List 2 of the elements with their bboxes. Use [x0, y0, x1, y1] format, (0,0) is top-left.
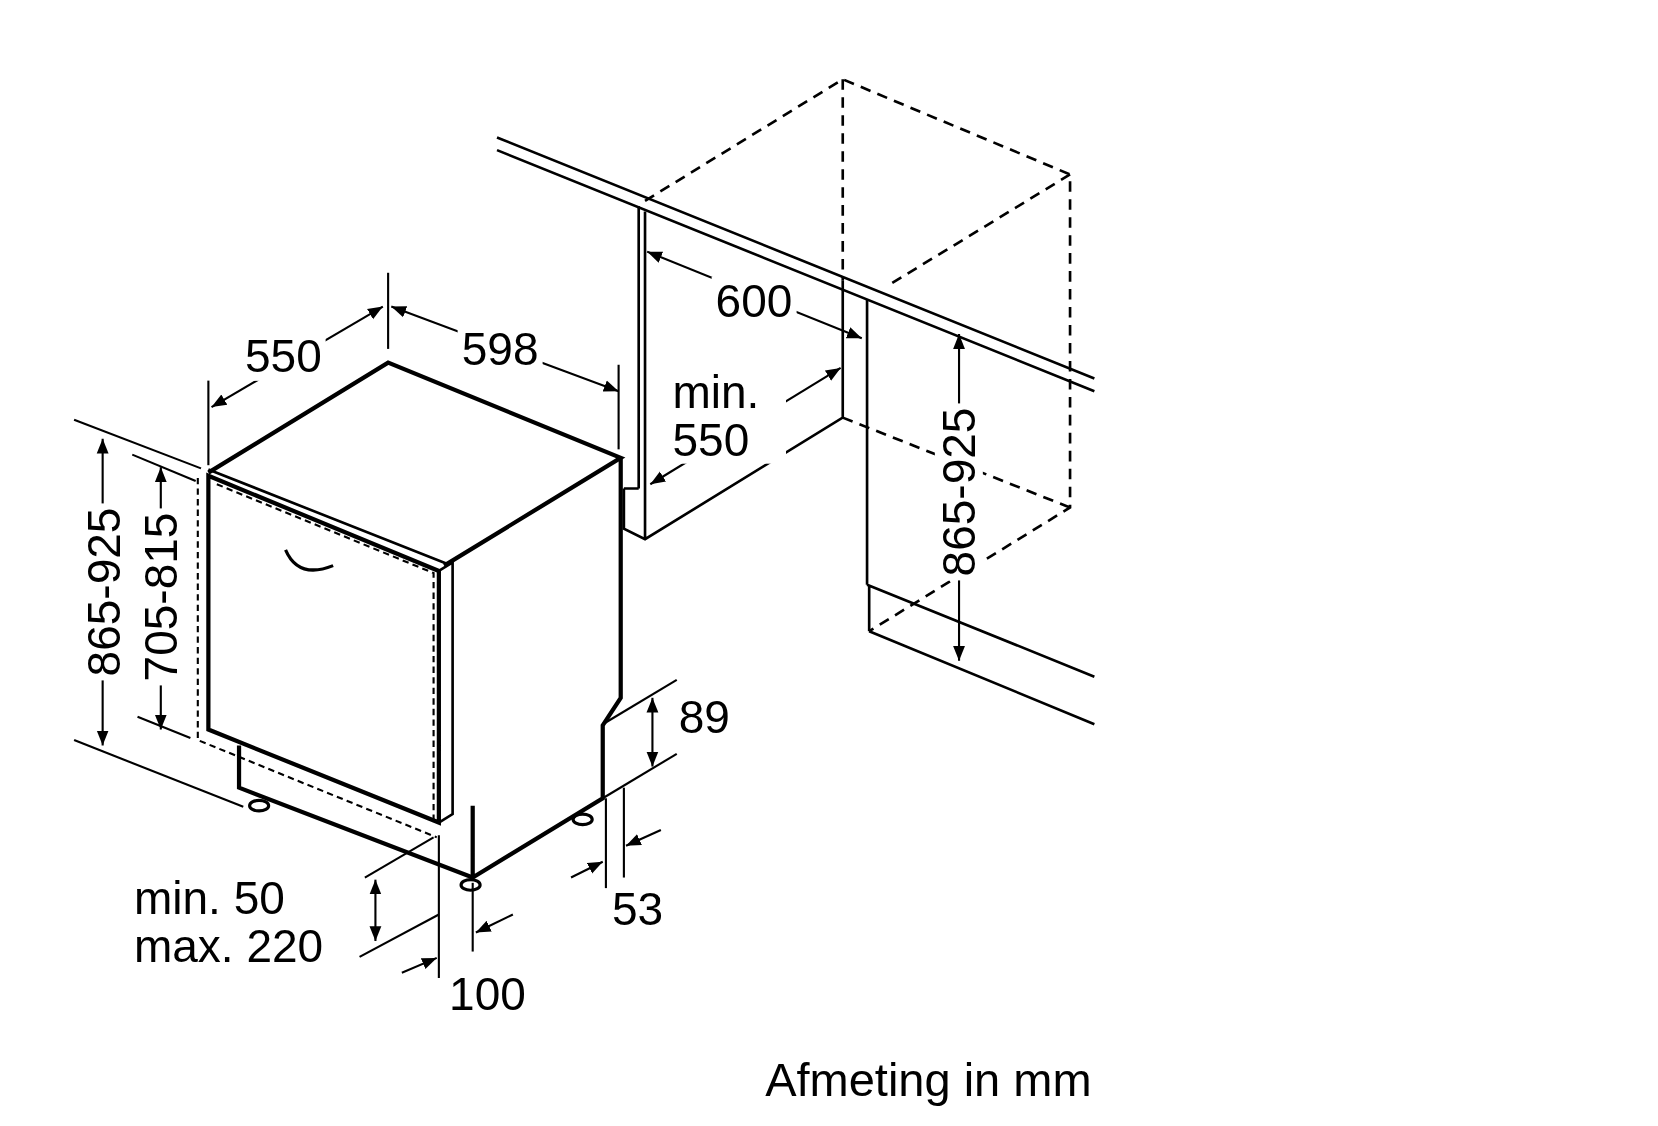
caption: Afmeting in mm	[765, 1051, 1092, 1107]
dimension-label: 865-925	[934, 403, 984, 581]
